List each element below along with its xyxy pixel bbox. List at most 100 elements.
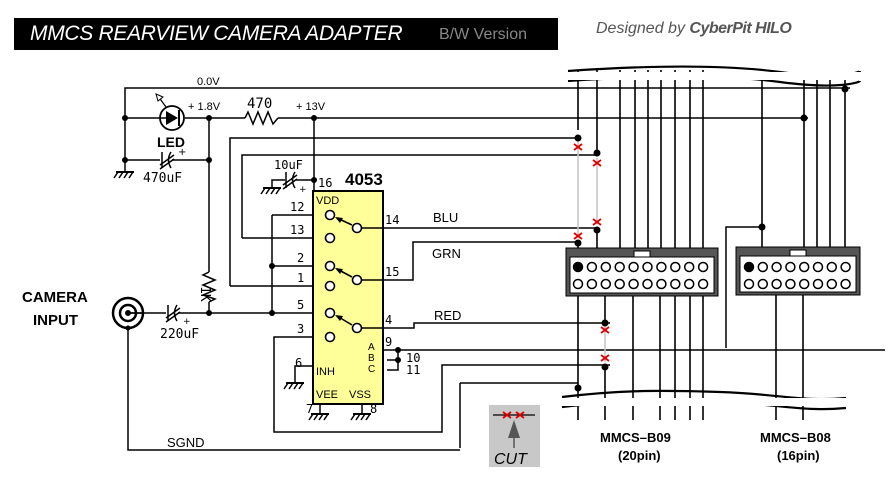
b08-bus-lines (761, 75, 846, 420)
ic-4053-body (312, 190, 384, 405)
svg-text:3: 3 (297, 322, 304, 336)
connector-pin (697, 261, 709, 273)
designed-by-label: Designed by (596, 20, 685, 37)
connector-pin (812, 261, 824, 273)
svg-text:5: 5 (297, 298, 304, 312)
signal-red: RED (434, 308, 461, 323)
camera-input-label-2: INPUT (33, 312, 78, 329)
signal-sgnd: SGND (167, 435, 205, 450)
svg-text:13: 13 (290, 223, 304, 237)
resistor-470-icon (244, 110, 279, 126)
connector-pin (642, 261, 653, 273)
svg-text:10: 10 (406, 351, 420, 365)
connector-pin (743, 278, 755, 290)
ground-icon (350, 413, 372, 421)
connector-pin (840, 261, 851, 273)
cut-legend: CUT (489, 405, 540, 468)
resistor-470-label: 470 (247, 96, 272, 112)
cap-10uf-plus: + (299, 185, 307, 195)
resistor-1k-label: 1K (197, 286, 212, 302)
resistor-1k-icon (200, 271, 217, 303)
connector-pin (600, 261, 612, 273)
connector-pin (642, 278, 653, 290)
connector-pin (670, 261, 681, 273)
connector-pin (757, 278, 769, 290)
connector-b08-pins: (16pin) (777, 448, 820, 463)
signal-grn: GRN (432, 246, 461, 261)
connector-b09-name: MMCS–B09 (600, 430, 671, 445)
svg-text:4: 4 (385, 313, 392, 327)
connector-pin (798, 278, 810, 290)
camera-input-label-1: CAMERA (22, 289, 88, 306)
cut-label: CUT (494, 451, 528, 468)
designer-credit: Designed by CyberPit HILO (596, 20, 792, 38)
rca-jack-icon (111, 296, 145, 330)
connector-pin (826, 278, 838, 290)
ground-icon (260, 187, 282, 195)
ic-inh: INH (316, 366, 335, 378)
connector-pin (812, 278, 824, 290)
connector-pin (785, 261, 796, 273)
connector-pin (586, 278, 598, 290)
cap-220uf-plus: + (183, 317, 191, 327)
connector-pin (572, 261, 584, 273)
designer-name: CyberPit HILO (689, 20, 792, 37)
ic-c: C (368, 364, 375, 375)
cap-470uf-plus: + (178, 147, 186, 158)
svg-text:16: 16 (318, 176, 332, 190)
connector-b08-name: MMCS–B08 (760, 430, 831, 445)
connector-pin (628, 261, 639, 273)
cut-wire-segments (577, 140, 606, 362)
ic-vdd: VDD (316, 195, 339, 207)
connector-pin (670, 278, 681, 290)
svg-text:14: 14 (385, 213, 399, 227)
title-banner: MMCS REARVIEW CAMERA ADAPTER B/W Version (14, 18, 558, 50)
svg-text:12: 12 (290, 200, 304, 214)
connector-b09-pins: (20pin) (618, 448, 661, 463)
svg-text:1: 1 (297, 271, 304, 285)
b09-bus-lines (577, 70, 704, 420)
connector-pin (572, 278, 584, 290)
ground-icon (113, 171, 135, 179)
connector-pin (614, 278, 625, 290)
signal-blu: BLU (433, 210, 458, 225)
connector-pin (785, 278, 796, 290)
connector-pin (628, 278, 639, 290)
led-icon (155, 93, 185, 131)
rail-1-8v-label: + 1.8V (188, 101, 221, 113)
connector-pin (683, 278, 695, 290)
ic-name: 4053 (345, 170, 383, 189)
capacitor-10uf-icon (282, 171, 298, 190)
svg-text:6: 6 (295, 356, 302, 370)
rail-0v-label: 0.0V (197, 76, 220, 88)
connector-pin (697, 278, 709, 290)
connector-pin (743, 261, 755, 273)
ic-vee: VEE (316, 389, 338, 401)
cap-10uf-label: 10uF (274, 158, 303, 172)
connector-pin (771, 261, 782, 273)
wires (124, 87, 885, 451)
connector-pin (798, 261, 810, 273)
connector-pin (656, 261, 667, 273)
svg-text:2: 2 (297, 251, 304, 265)
connector-b08 (735, 246, 861, 296)
connector-pin (586, 261, 598, 273)
rail-13v-label: + 13V (296, 101, 326, 113)
ic-a: A (368, 342, 375, 353)
connector-pin (840, 278, 851, 290)
ic-pin-numbers: 16 12 13 14 2 1 15 5 3 4 9 10 11 6 7 8 (290, 176, 420, 416)
connector-pin (771, 278, 782, 290)
ground-icon (283, 382, 305, 390)
svg-text:7: 7 (306, 402, 313, 416)
connector-pin (656, 278, 667, 290)
connector-b09 (565, 247, 719, 297)
junction-dots (122, 85, 849, 392)
connector-pin (683, 261, 695, 273)
ic-switches (324, 209, 383, 343)
cap-470uf-label: 470uF (143, 171, 182, 186)
led-label: LED (157, 134, 185, 150)
schematic-title: MMCS REARVIEW CAMERA ADAPTER (30, 22, 403, 45)
connector-pin (600, 278, 612, 290)
capacitor-220uf-icon (165, 304, 181, 323)
